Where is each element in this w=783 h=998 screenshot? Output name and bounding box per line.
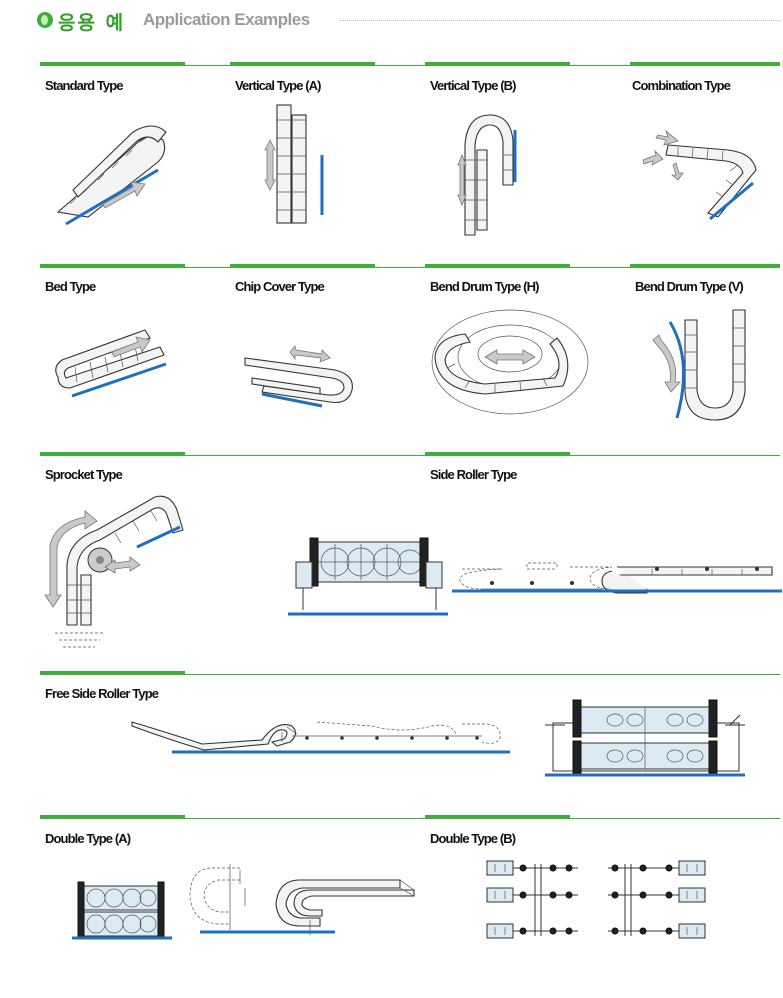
section-bar — [425, 815, 570, 819]
section-bar — [230, 264, 375, 268]
side-roller-side-view — [452, 562, 782, 594]
standard-type-illustration — [56, 125, 167, 226]
section-bar — [40, 671, 185, 675]
section-bar — [40, 62, 185, 66]
label-vertical-type-b: Vertical Type (B) — [430, 78, 517, 93]
double-type-b-plan-view — [486, 860, 706, 939]
section-bar — [40, 815, 185, 819]
section-bar — [230, 62, 375, 66]
label-vertical-type-a: Vertical Type (A) — [235, 78, 322, 93]
section-divider — [40, 674, 780, 675]
vertical-type-b-illustration — [457, 114, 517, 236]
bend-drum-type-h-illustration — [431, 309, 589, 415]
label-free-side-roller-type: Free Side Roller Type — [45, 686, 159, 701]
label-bend-drum-type-h: Bend Drum Type (H) — [430, 279, 539, 294]
label-side-roller-type: Side Roller Type — [430, 467, 517, 482]
chip-cover-type-illustration — [244, 345, 353, 408]
section-bar — [630, 62, 780, 66]
section-divider — [40, 818, 780, 819]
free-side-roller-side-view — [131, 721, 510, 754]
section-bar — [425, 452, 570, 456]
bend-drum-type-v-illustration — [652, 309, 746, 421]
label-sprocket-type: Sprocket Type — [45, 467, 123, 482]
page-title: Application Examples — [143, 10, 310, 29]
double-type-a-cross-section — [72, 881, 172, 940]
label-bend-drum-type-v: Bend Drum Type (V) — [635, 279, 744, 294]
section-bar — [40, 264, 185, 268]
label-combination-type: Combination Type — [632, 78, 731, 93]
bed-type-illustration — [55, 329, 167, 398]
vertical-type-a-illustration — [264, 104, 324, 224]
section-divider — [40, 267, 780, 268]
side-roller-cross-section — [288, 537, 448, 616]
sprocket-type-illustration — [44, 495, 184, 648]
section-bar — [630, 264, 780, 268]
header-divider — [340, 20, 780, 21]
label-chip-cover-type: Chip Cover Type — [235, 279, 325, 294]
label-standard-type: Standard Type — [45, 78, 124, 93]
double-type-a-side-view — [189, 864, 415, 935]
section-bar — [425, 62, 570, 66]
bullet-icon — [37, 12, 53, 28]
page-header: 응용 예 Application Examples — [0, 0, 783, 40]
page-title-korean: 응용 예 — [58, 12, 126, 34]
label-double-type-a: Double Type (A) — [45, 831, 131, 846]
free-side-roller-cross-section — [545, 699, 745, 777]
label-bed-type: Bed Type — [45, 279, 96, 294]
label-double-type-b: Double Type (B) — [430, 831, 516, 846]
section-bar — [40, 452, 185, 456]
combination-type-illustration — [642, 129, 757, 221]
section-divider — [40, 65, 780, 66]
section-bar — [425, 264, 570, 268]
section-divider — [40, 455, 780, 456]
